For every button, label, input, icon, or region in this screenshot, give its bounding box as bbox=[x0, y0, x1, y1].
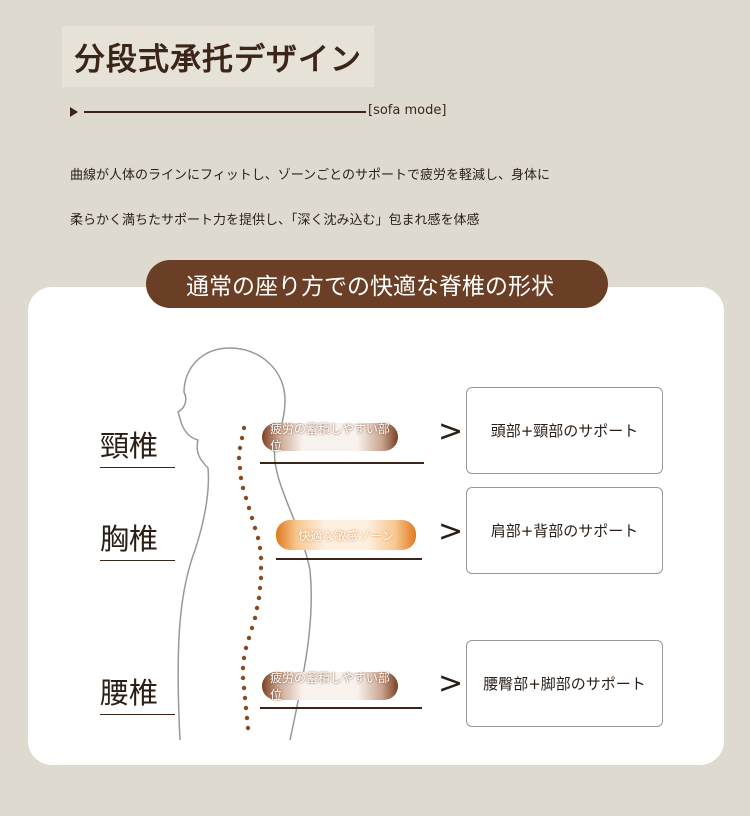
support-box-thoracic: 肩部+背部のサポート bbox=[466, 487, 663, 574]
region-cervical: 頸椎 bbox=[100, 423, 175, 468]
region-thoracic: 胸椎 bbox=[100, 516, 175, 561]
mode-label: [sofa mode] bbox=[368, 103, 447, 118]
divider bbox=[84, 111, 366, 113]
chevron-right-icon: > bbox=[438, 414, 464, 449]
region-tag-thoracic: 快適な敏感ゾーン bbox=[276, 520, 416, 550]
triangle-icon bbox=[70, 107, 78, 117]
support-box-lumbar: 腰臀部+脚部のサポート bbox=[466, 640, 663, 727]
spine-dots bbox=[236, 425, 264, 731]
chevron-right-icon: > bbox=[438, 666, 464, 701]
region-lumbar: 腰椎 bbox=[100, 670, 175, 715]
description-line-1: 曲線が人体のラインにフィットし、ゾーンごとのサポートで疲労を軽減し、身体に bbox=[70, 168, 550, 183]
region-tag-lumbar: 疲労の蓄積しやすい部位 bbox=[262, 671, 398, 702]
chevron-right-icon: > bbox=[438, 514, 464, 549]
divider bbox=[276, 558, 422, 560]
description-line-2: 柔らかく満ちたサポート力を提供し、「深く沈み込む」包まれ感を体感 bbox=[70, 213, 480, 228]
banner: 通常の座り方での快適な脊椎の形状 bbox=[146, 260, 608, 308]
divider bbox=[260, 462, 424, 464]
page-title: 分段式承托デザイン bbox=[62, 26, 374, 87]
support-box-cervical: 頭部+頸部のサポート bbox=[466, 387, 663, 474]
region-tag-cervical: 疲労の蓄積しやすい部位 bbox=[262, 422, 398, 453]
divider bbox=[260, 707, 422, 709]
